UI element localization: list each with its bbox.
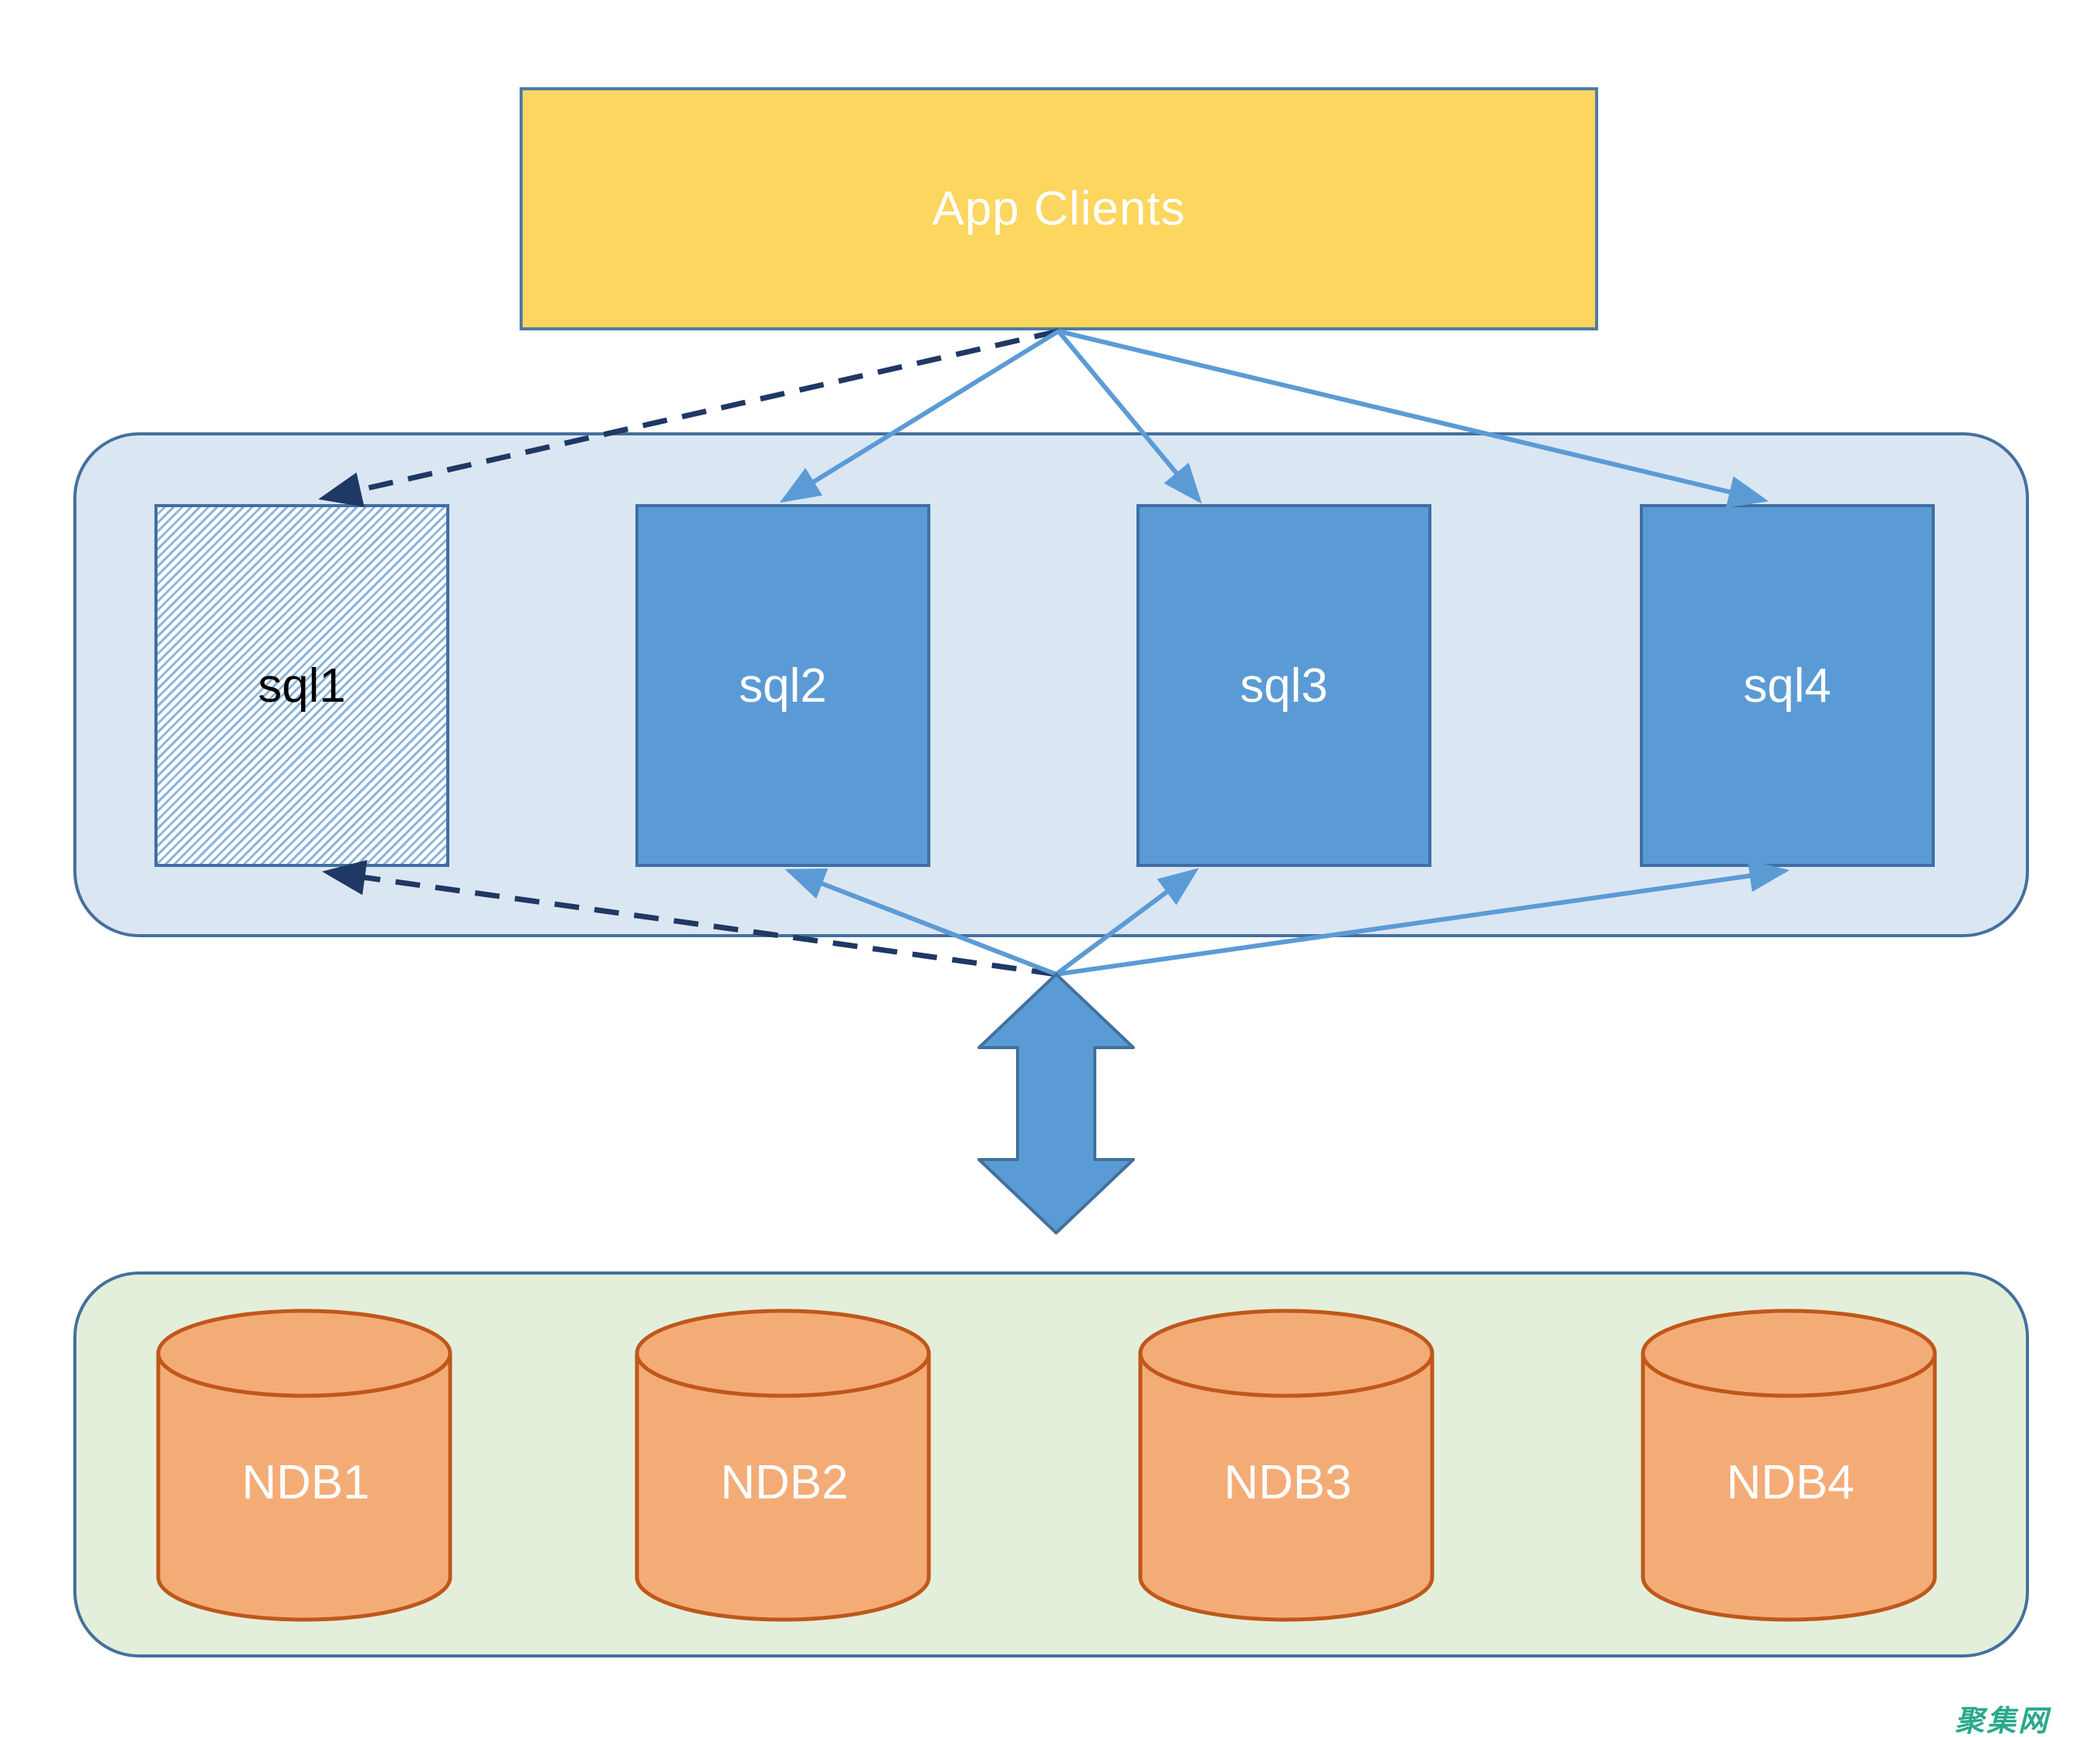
ndb4-label: NDB4: [1726, 1456, 1854, 1509]
node-sql1[interactable]: sql1: [154, 504, 449, 867]
ndb2-label: NDB2: [720, 1456, 848, 1509]
app-clients-label: App Clients: [932, 182, 1186, 235]
sql4-label: sql4: [1743, 659, 1831, 713]
site-watermark: 聚集网: [1955, 1705, 2051, 1737]
sql2-label: sql2: [739, 659, 827, 713]
node-sql2[interactable]: sql2: [635, 504, 930, 867]
ndb1-label: NDB1: [242, 1456, 370, 1509]
node-app-clients[interactable]: App Clients: [520, 87, 1598, 330]
node-sql4[interactable]: sql4: [1640, 504, 1935, 867]
sql3-label: sql3: [1240, 659, 1328, 713]
ndb3-label: NDB3: [1224, 1456, 1352, 1509]
updown-arrow-icon: [977, 973, 1135, 1234]
node-sql3[interactable]: sql3: [1136, 504, 1431, 867]
sql1-label: sql1: [258, 659, 346, 713]
